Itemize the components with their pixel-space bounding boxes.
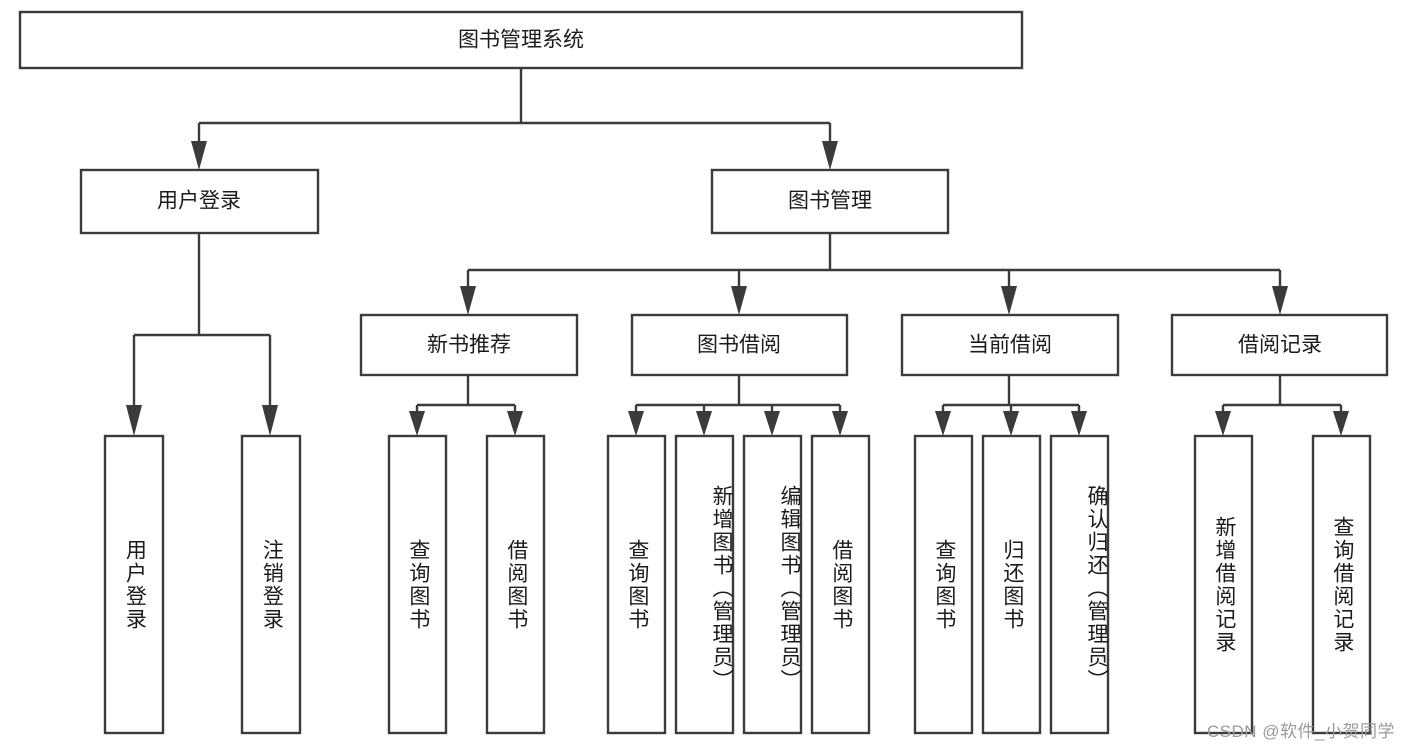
arrow-head-leaf-currentborrow-3 (1071, 411, 1087, 436)
node-leaf-new-book-1-box[interactable] (387, 434, 448, 735)
node-root-label: 图书管理系统 (458, 29, 584, 52)
node-leaf-book-borrow-1-box[interactable] (606, 434, 667, 735)
connector-group-root (191, 68, 838, 170)
node-book-management-label: 图书管理 (788, 190, 872, 213)
node-leaf-book-borrow-2-box[interactable] (674, 434, 735, 735)
node-borrow-record-label: 借阅记录 (1238, 334, 1322, 357)
node-user-login-box[interactable] (79, 168, 320, 235)
arrow-head-leaf-user-login-1 (126, 405, 142, 436)
node-leaf-current-borrow-2-box[interactable] (981, 434, 1042, 735)
arrow-head-leaf-borrowrecord-2 (1333, 411, 1349, 436)
arrow-head-leaf-newbook-1 (409, 411, 425, 436)
node-leaf-borrow-record-1-box[interactable] (1193, 434, 1254, 735)
node-leaf-book-borrow-4-box[interactable] (810, 434, 871, 735)
node-leaf-current-borrow-1-box[interactable] (913, 434, 974, 735)
node-leaf-borrow-record-2-box[interactable] (1311, 434, 1372, 735)
node-borrow-record-box[interactable] (1170, 313, 1389, 377)
node-leaf-current-borrow-3-box[interactable] (1049, 434, 1110, 735)
arrow-head-level3-3 (1001, 286, 1017, 315)
arrow-head-leaf-bookborrow-1 (628, 411, 644, 436)
arrow-head-leaf-user-login-2 (262, 405, 278, 436)
node-book-borrow-box[interactable] (630, 313, 849, 377)
node-book-borrow-label: 图书借阅 (697, 334, 781, 357)
node-book-management-box[interactable] (710, 168, 950, 235)
node-current-borrow-label: 当前借阅 (968, 334, 1052, 357)
arrow-head-leaf-currentborrow-2 (1003, 411, 1019, 436)
node-leaf-new-book-2-box[interactable] (485, 434, 546, 735)
connector-group-bookmgmt (460, 233, 1288, 315)
arrow-head-leaf-newbook-2 (507, 411, 523, 436)
arrow-head-leaf-borrowrecord-1 (1215, 411, 1231, 436)
connector-group-borrowrecord (1215, 375, 1349, 436)
node-root-box[interactable] (18, 10, 1024, 70)
arrow-head-leaf-bookborrow-2 (696, 411, 712, 436)
node-new-book-recommend-label: 新书推荐 (427, 334, 511, 357)
node-current-borrow-box[interactable] (900, 313, 1120, 377)
arrow-head-level3-2 (731, 286, 747, 315)
node-new-book-recommend-box[interactable] (359, 313, 579, 377)
node-leaf-user-login-2-box[interactable] (240, 434, 302, 735)
connector-group-newbook (409, 375, 523, 436)
arrow-head-level3-4 (1272, 286, 1288, 315)
node-user-login-label: 用户登录 (157, 190, 241, 213)
arrow-head-level3-1 (460, 286, 476, 315)
arrow-head-userlogin (191, 141, 207, 170)
connector-group-userlogin (126, 233, 278, 436)
connector-group-currentborrow (935, 375, 1087, 436)
node-leaf-user-login-1-box[interactable] (103, 434, 165, 735)
node-leaf-book-borrow-3-box[interactable] (742, 434, 803, 735)
connector-group-bookborrow (628, 375, 848, 436)
arrow-head-leaf-bookborrow-3 (764, 411, 780, 436)
arrow-head-leaf-bookborrow-4 (832, 411, 848, 436)
arrow-head-bookmgmt (822, 141, 838, 170)
arrow-head-leaf-currentborrow-1 (935, 411, 951, 436)
csdn-watermark: CSDN @软件_小贺同学 (1206, 722, 1395, 741)
